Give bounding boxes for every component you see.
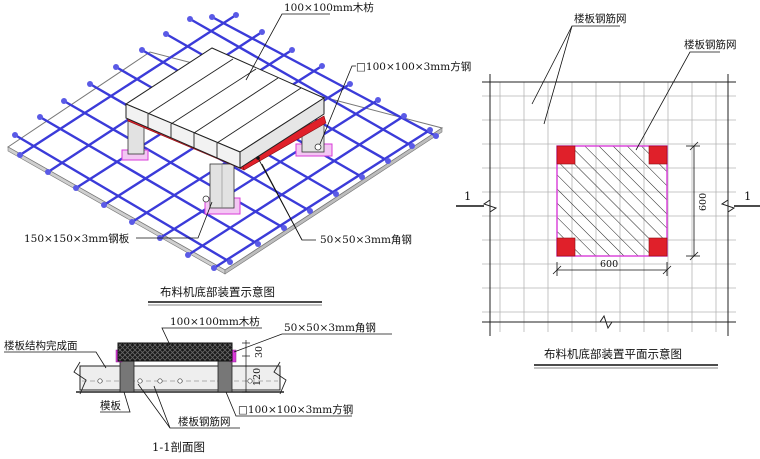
section-timber [117,342,233,362]
plan-caption: 布料机底部装置平面示意图 [544,347,682,361]
plan-leaders [531,25,720,151]
section-dim-30: 30 [254,346,265,358]
plan-dim-width: 600 [600,259,618,270]
section-caption: 1-1剖面图 [152,440,205,454]
plan-view: 1 1 600 600 [456,12,760,369]
section-label-formwork: 模板 [100,399,121,412]
section-dimensions [242,340,250,393]
iso-rebar-ends [12,12,439,271]
iso-view: 100×100mm木枋 □100×100×3mm方钢 150×150×3mm钢板… [7,1,471,306]
plan-dimensions [552,141,700,276]
section-dim-120: 120 [252,368,263,386]
iso-post-back-left [121,117,149,161]
plan-frame [482,74,736,336]
plan-corner-plates [556,145,668,257]
plan-label-rebar-2: 楼板钢筋网 [684,38,737,51]
section-label-square-tube: □100×100×3mm方钢 [238,403,353,416]
iso-slab-edge-right [224,127,443,275]
plan-base-square [556,145,668,257]
section-leaders [4,327,392,429]
iso-timber-divisions [147,58,302,158]
section-mark-right: 1 [744,189,751,203]
section-label-slab-finish: 楼板结构完成面 [4,339,78,352]
section-label-rebar: 楼板钢筋网 [178,415,231,428]
iso-post-front [202,163,241,215]
iso-label-steel-plate: 150×150×3mm钢板 [24,232,130,245]
iso-timber-front-right [239,97,325,169]
section-label-timber: 100×100mm木枋 [170,315,260,328]
plan-dim-height: 600 [698,193,709,211]
section-breaks [73,361,287,395]
iso-leaders [136,13,356,241]
plan-label-rebar-1: 楼板钢筋网 [574,12,627,25]
section-slab [79,365,281,391]
iso-label-timber: 100×100mm木枋 [284,1,374,14]
iso-caption: 布料机底部装置示意图 [160,285,275,299]
section-label-angle: 50×50×3mm角钢 [284,321,376,334]
iso-label-angle: 50×50×3mm角钢 [320,233,412,246]
section-mark-left: 1 [464,189,471,203]
iso-label-square-tube: □100×100×3mm方钢 [356,60,471,73]
iso-post-back-right [295,123,333,157]
section-view: 30 120 100×100mm木枋 50×50×3mm角钢 楼板结构完成面 模… [4,315,392,454]
